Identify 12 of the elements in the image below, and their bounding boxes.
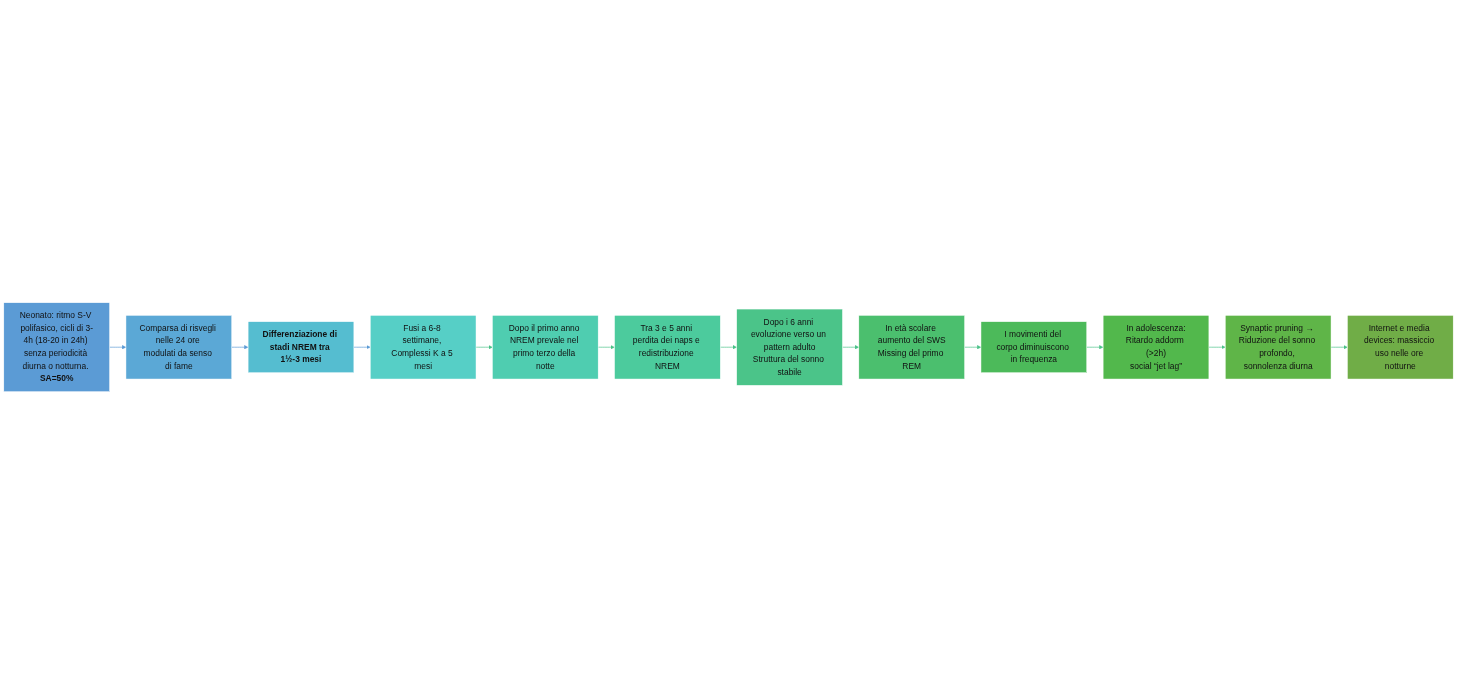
node-box: Internet e media devices: massiccio uso nelle ore notturne [1347,315,1454,380]
node-box: In adolescenza: Ritardo addorm (>2h) social “jet lag” [1102,315,1210,380]
node-box: In età scolare aumento del SWS Missing del primo REM [858,315,965,380]
node-box: Neonato: ritmo S-V polifasico, cicli di 3-4h (18-20 in 24h) senza periodicità diurna o notturna. SA=50% [3,302,110,393]
node-box: Tra 3 e 5 anni perdita dei naps e redistribuzione NREM [614,315,721,380]
node-box: Dopo il primo anno NREM prevale nel primo terzo della notte [492,315,599,380]
node-box: Dopo i 6 anni evoluzione verso un pattern adulto Struttura del sonno stabile [736,309,843,386]
node-box: Differenziazione di stadi NREM tra 1½-3 mesi [247,321,355,374]
node-box: Synaptic pruning → Riduzione del sonno profondo, sonnolenza diurna [1225,315,1332,380]
node-box: Fusi a 6-8 settimane, Complessi K a 5 mesi [370,315,477,380]
node-box: Comparsa di risvegli nelle 24 ore modulati da senso di fame [125,315,232,380]
node-box: I movimenti del corpo diminuiscono in frequenza [980,321,1087,374]
